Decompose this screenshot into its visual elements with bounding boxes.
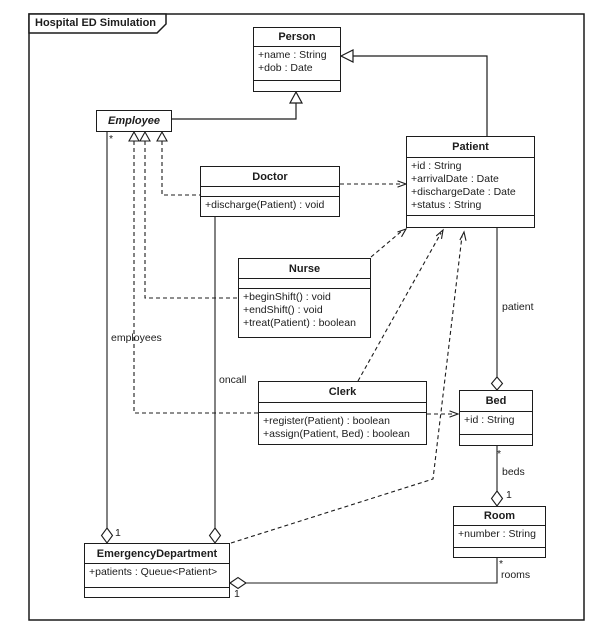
class-clerk-name: Clerk (328, 386, 357, 398)
class-clerk: Clerk +register(Patient) : boolean +assi… (258, 381, 427, 445)
class-clerk-attributes (259, 402, 426, 412)
operation: +endShift() : void (243, 304, 323, 316)
attribute: +name : String (258, 49, 327, 61)
class-clerk-operations: +register(Patient) : boolean +assign(Pat… (259, 412, 426, 444)
attribute: +arrivalDate : Date (411, 173, 499, 185)
class-doctor-operations: +discharge(Patient) : void (201, 196, 339, 216)
class-bed-attributes: +id : String (460, 411, 532, 434)
triangle-employee-a (128, 130, 140, 142)
edge-realization-doctor-employee (161, 141, 200, 196)
class-nurse-operations: +beginShift() : void +endShift() : void … (239, 288, 370, 337)
class-doctor-name: Doctor (252, 170, 288, 183)
triangle-employee-c (156, 130, 168, 142)
class-emergency-department-attributes: +patients : Queue<Patient> (85, 563, 229, 587)
class-nurse: Nurse +beginShift() : void +endShift() :… (238, 258, 371, 338)
class-patient-attributes: +id : String +arrivalDate : Date +discha… (407, 157, 534, 215)
class-patient-operations (407, 215, 534, 227)
class-employee: Employee (96, 110, 172, 132)
attribute: +patients : Queue<Patient> (89, 566, 218, 578)
attribute: +dischargeDate : Date (411, 186, 516, 198)
operation: +treat(Patient) : boolean (243, 317, 356, 329)
arrow-nurse-patient (397, 227, 408, 238)
multiplicity-beds-star: * (497, 448, 502, 460)
multiplicity-employees-one: 1 (115, 527, 121, 539)
triangle-person-right (339, 49, 354, 63)
class-room: Room +number : String (453, 506, 546, 558)
operation: +discharge(Patient) : void (205, 199, 325, 211)
class-doctor-attributes (201, 186, 339, 196)
class-person-operations (254, 80, 340, 91)
diamond-ed-employees (100, 527, 114, 544)
frame-border (28, 13, 585, 621)
diamond-ed-oncall (208, 527, 222, 544)
multiplicity-beds-one: 1 (506, 489, 512, 501)
attribute: +dob : Date (258, 62, 313, 74)
label-patient: patient (502, 301, 534, 313)
attribute: +id : String (411, 160, 462, 172)
edge-aggregation-ed-rooms (246, 558, 498, 584)
class-patient-name: Patient (452, 141, 489, 153)
class-employee-name: Employee (108, 115, 160, 127)
operation: +beginShift() : void (243, 291, 331, 303)
class-doctor: Doctor +discharge(Patient) : void (200, 166, 340, 217)
multiplicity-rooms-one: 1 (234, 588, 240, 600)
arrow-clerk-bed (449, 410, 460, 418)
class-emergency-department: EmergencyDepartment +patients : Queue<Pa… (84, 543, 230, 598)
class-person-attributes: +name : String +dob : Date (254, 46, 340, 80)
diamond-bed-patient (490, 376, 504, 391)
label-rooms: rooms (501, 569, 531, 581)
diamond-room-beds (490, 490, 504, 507)
operation: +register(Patient) : boolean (263, 415, 390, 427)
class-room-name: Room (483, 510, 516, 522)
edge-dependency-clerk-patient (357, 232, 442, 382)
class-emergency-department-operations (85, 587, 229, 597)
class-person: Person +name : String +dob : Date (253, 27, 341, 92)
label-beds: beds (502, 466, 525, 478)
class-room-attributes: +number : String (454, 525, 545, 547)
multiplicity-employees-star: * (109, 133, 114, 145)
multiplicity-rooms-star: * (499, 558, 504, 570)
class-patient: Patient +id : String +arrivalDate : Date… (406, 136, 535, 228)
triangle-person-bottom (288, 90, 304, 104)
edge-realization-nurse-employee (144, 141, 238, 299)
class-nurse-attributes (239, 278, 370, 288)
attribute: +id : String (464, 414, 515, 426)
class-emergency-department-name: EmergencyDepartment (96, 547, 218, 560)
attribute: +status : String (411, 199, 482, 211)
edge-dependency-ed-patient (230, 235, 463, 544)
arrow-clerk-patient (435, 228, 444, 239)
class-person-name: Person (278, 31, 316, 43)
operation: +assign(Patient, Bed) : boolean (263, 428, 410, 440)
triangle-employee-b (139, 130, 151, 142)
class-bed: Bed +id : String (459, 390, 533, 446)
class-bed-operations (460, 434, 532, 445)
attribute: +number : String (458, 528, 536, 540)
label-oncall: oncall (219, 374, 247, 386)
frame-title: Hospital ED Simulation (35, 17, 157, 29)
frame-title-tab (28, 13, 167, 34)
diamond-ed-rooms (229, 576, 247, 590)
class-nurse-name: Nurse (288, 262, 321, 275)
class-room-operations (454, 547, 545, 557)
arrow-ed-patient (459, 230, 467, 241)
edge-generalization-employee-person (172, 103, 297, 120)
edge-generalization-patient-person (353, 55, 488, 136)
label-employees: employees (111, 332, 162, 344)
edge-dependency-nurse-patient (370, 229, 404, 258)
class-bed-name: Bed (485, 395, 507, 407)
